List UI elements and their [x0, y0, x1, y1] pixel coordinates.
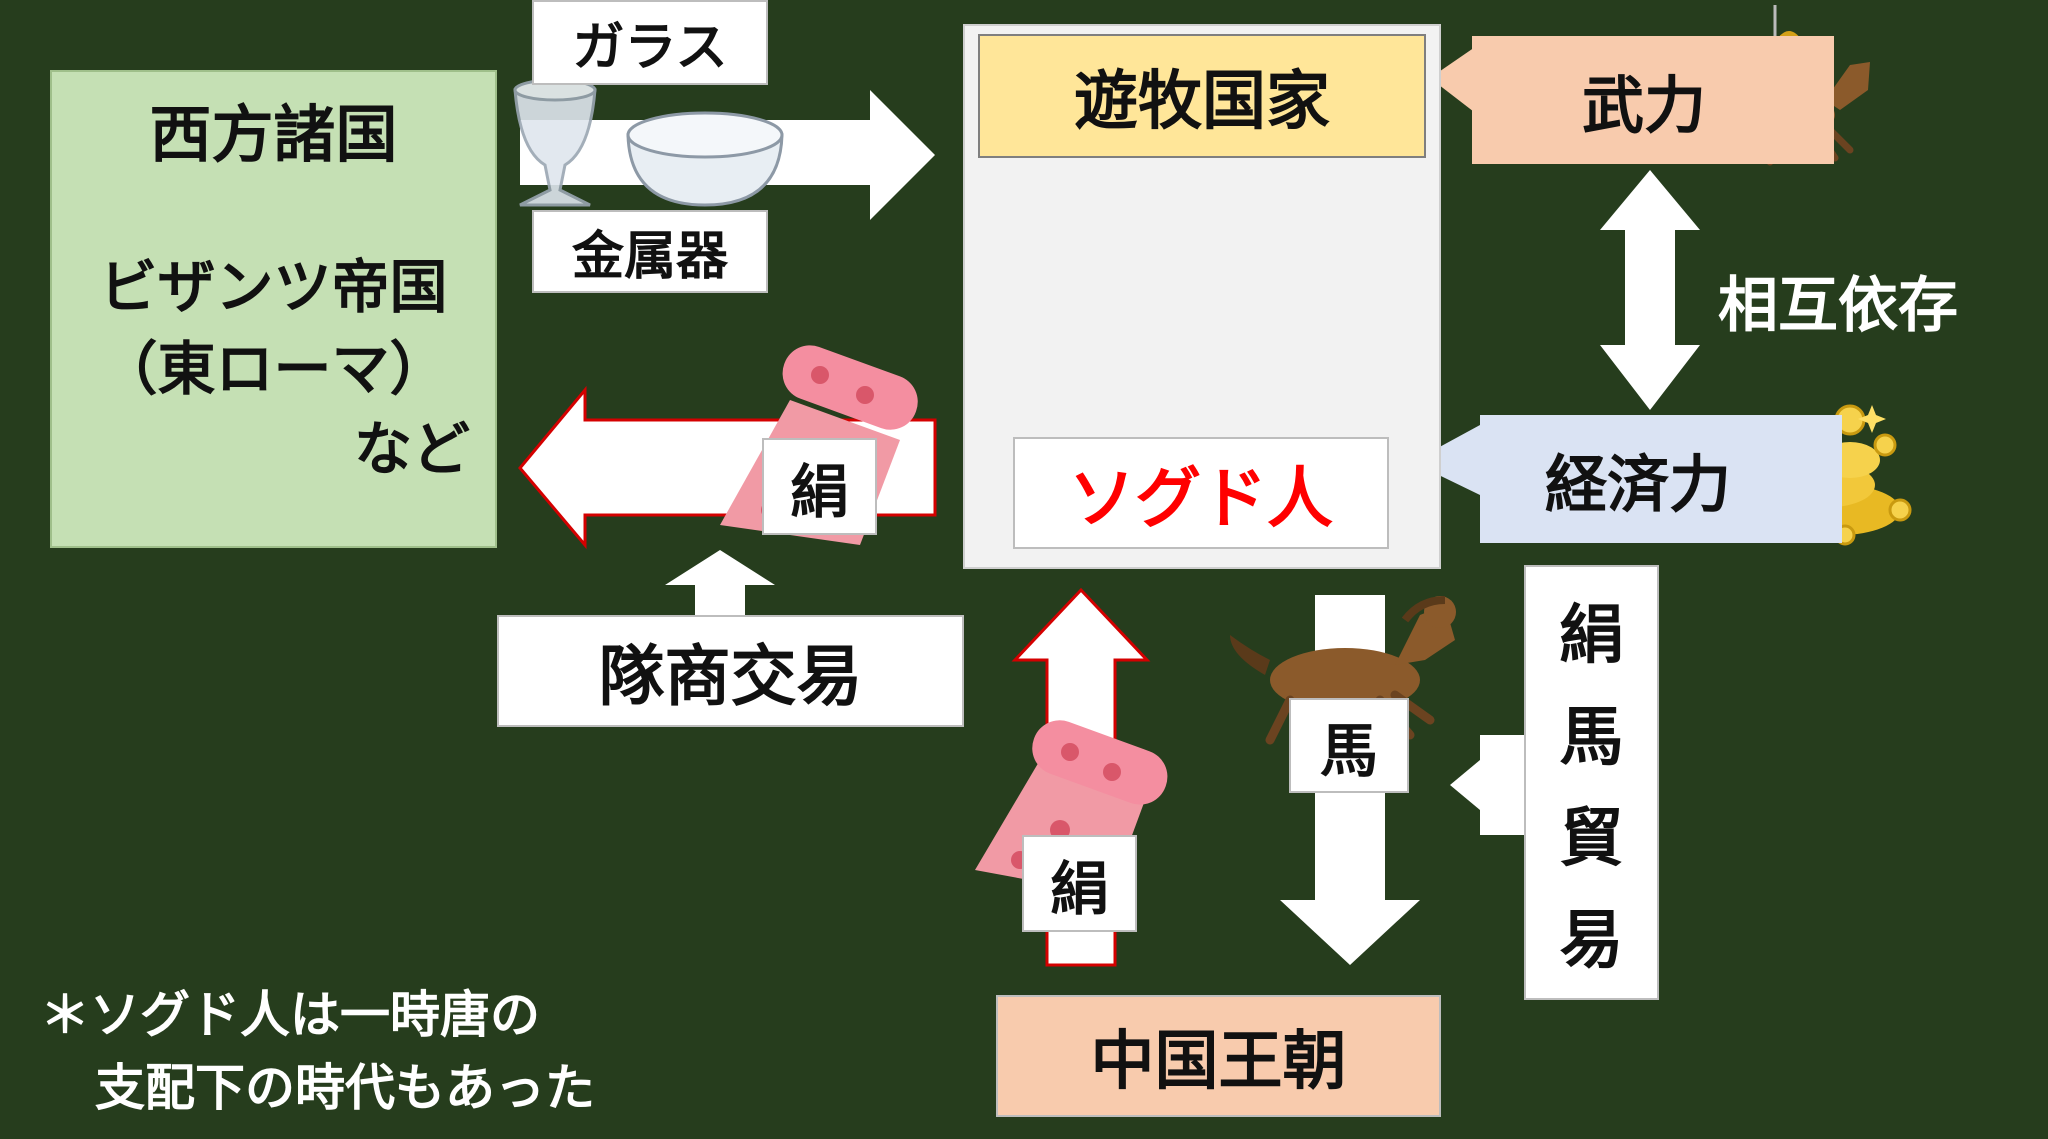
western-line2: （東ローマ） — [99, 335, 448, 403]
glass-bowl-icon — [626, 111, 784, 207]
note-line1: ＊ソグド人は一時唐の — [40, 986, 540, 1044]
western-line3: など — [353, 415, 470, 483]
chinese-dynasty-box: 中国王朝 — [996, 995, 1441, 1117]
western-title: 西方諸国 — [149, 98, 398, 171]
military-power-box: 武力 — [1472, 36, 1834, 164]
metalware-label: 金属器 — [532, 210, 768, 293]
silk-west-label: 絹 — [762, 438, 877, 535]
note-line2: 支配下の時代もあった — [95, 1059, 595, 1117]
economic-power-box: 経済力 — [1480, 415, 1842, 543]
western-countries-box: 西方諸国 ビザンツ帝国 （東ローマ） など — [50, 70, 497, 548]
glass-text: ガラス — [572, 18, 728, 78]
interdependence-label: 相互依存 — [1718, 271, 1958, 341]
arrow-interdependence — [1600, 170, 1700, 410]
western-line1: ビザンツ帝国 — [99, 253, 448, 321]
economy-pointer — [1412, 425, 1480, 495]
horse-label: 馬 — [1289, 698, 1409, 793]
sogdian-label: ソグド人 — [1013, 437, 1389, 549]
arrow-caravan-up — [665, 550, 775, 615]
nomad-state-title: 遊牧国家 — [978, 34, 1426, 158]
glass-label: ガラス — [532, 0, 768, 85]
silk-horse-trade-label: 絹 馬 貿 易 — [1524, 565, 1659, 1000]
silk-china-label: 絹 — [1022, 835, 1137, 932]
horse-icon — [1230, 596, 1456, 750]
metalware-text: 金属器 — [571, 227, 728, 287]
caravan-trade-label: 隊商交易 — [497, 615, 964, 727]
military-pointer — [1430, 45, 1478, 115]
arrow-trade-to-horse — [1450, 735, 1525, 835]
glass-goblet-icon — [513, 78, 597, 207]
